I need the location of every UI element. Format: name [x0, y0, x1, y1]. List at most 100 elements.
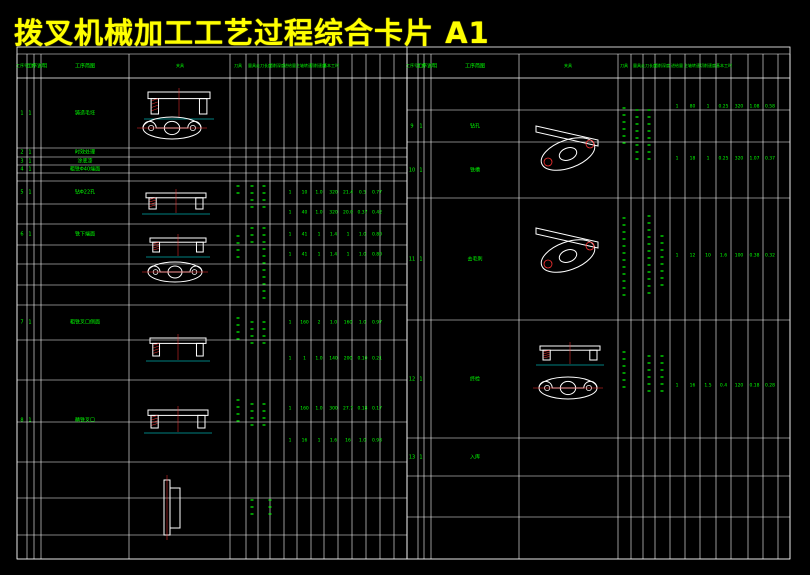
left-value: 1.4 [330, 252, 337, 258]
hatch-line [543, 349, 550, 352]
right-value: 0.28 [765, 383, 775, 389]
left-value: 1 [289, 356, 292, 362]
left-value: 1.0 [330, 320, 337, 326]
left-step-no: 7 [20, 320, 23, 326]
left-value: 41 [302, 252, 308, 258]
left-value: 1.0 [315, 406, 322, 412]
left-header-11: 切削速度 [310, 62, 326, 68]
section-view-op5 [195, 241, 204, 253]
left-value: 1.0 [359, 232, 366, 238]
left-value: 1 [318, 252, 321, 258]
section-view-op8 [197, 414, 206, 429]
right-value: 1 [676, 253, 679, 259]
left-value: 160 [300, 320, 309, 326]
right-value: 0.25 [718, 156, 728, 162]
right-header-5: 刀具 [620, 62, 628, 68]
right-step-index: 1 [419, 377, 422, 383]
hatch-line [153, 351, 160, 354]
right-value: 80 [690, 104, 696, 110]
left-value: 1 [347, 232, 350, 238]
left-value: 1.0 [359, 320, 366, 326]
left-step-desc: 铸造毛坯 [75, 110, 95, 117]
right-header-4: 夹具 [564, 62, 572, 68]
left-step-desc: 精铣叉口 [75, 417, 95, 424]
left-step-desc: 粗铣Φ40端面 [70, 166, 100, 173]
hatch-line [151, 108, 159, 111]
hatch-line [153, 241, 160, 244]
left-value: 1 [347, 252, 350, 258]
left-value: 320 [329, 190, 338, 196]
hatch-line [543, 354, 550, 357]
left-value: 16 [345, 438, 351, 444]
left-step-desc: 时效处理 [75, 149, 95, 156]
left-value: 1 [289, 210, 292, 216]
left-header-8: 切削深度 [269, 62, 285, 68]
part-outline [147, 265, 203, 273]
right-value: 1 [676, 104, 679, 110]
left-value: 1.0 [315, 356, 322, 362]
left-step-index: 1 [28, 418, 31, 424]
part-outline [538, 380, 598, 389]
left-step-no: 3 [20, 159, 23, 165]
hatch-line [151, 423, 158, 426]
hatch-line [543, 356, 550, 359]
hatch-line [149, 204, 156, 207]
right-value: 0.58 [765, 104, 775, 110]
right-step-desc: 入库 [470, 454, 480, 461]
left-header-4: 夹具 [176, 62, 184, 68]
left-step-index: 1 [28, 320, 31, 326]
left-value: 21.4 [343, 190, 353, 196]
left-value: 0.97 [372, 320, 382, 326]
left-header-2: 工序说明 [27, 63, 47, 70]
left-value: 0.17 [372, 406, 382, 412]
right-value: 120 [735, 383, 744, 389]
section-view-op4 [148, 197, 157, 210]
left-header-1: 工步 [26, 62, 34, 68]
right-header-9: 进给量 [671, 62, 683, 68]
left-header-10: 主轴转速 [296, 62, 312, 68]
right-step-desc: 钻孔 [470, 123, 480, 130]
left-value: 160 [300, 406, 309, 412]
right-value: 1 [707, 104, 710, 110]
left-step-index: 1 [28, 167, 31, 173]
right-value: 10 [705, 253, 711, 259]
left-step-index: 1 [28, 159, 31, 165]
right-step-no: 12 [409, 377, 415, 383]
left-value: 1.4 [330, 232, 337, 238]
right-header-2: 工序说明 [417, 63, 437, 70]
left-value: 20.0 [343, 210, 353, 216]
left-value: 0.21 [372, 356, 382, 362]
right-value: 1 [676, 156, 679, 162]
right-value: 0.38 [749, 253, 759, 259]
left-value: 1 [318, 438, 321, 444]
section-view-op5 [152, 241, 161, 253]
hatch-line [149, 197, 156, 200]
right-value: 1.07 [749, 156, 759, 162]
hatch-line [153, 244, 160, 246]
left-value: 1 [289, 190, 292, 196]
right-value: 1 [676, 383, 679, 389]
left-value: 0.18 [357, 406, 367, 412]
part-hole [585, 241, 595, 251]
right-step-no: 9 [410, 124, 413, 130]
left-value: 0.42 [372, 210, 382, 216]
left-value: 40 [302, 210, 308, 216]
left-value: 0.80 [372, 232, 382, 238]
right-step-index: 1 [419, 257, 422, 263]
right-header-11: 切削速度 [700, 62, 716, 68]
left-value: 1 [303, 356, 306, 362]
hatch-line [153, 348, 160, 351]
left-value: 0.37 [357, 210, 367, 216]
right-value: 100 [735, 253, 744, 259]
left-step-desc: 铣下端面 [75, 231, 95, 238]
left-value: 300 [329, 406, 338, 412]
right-header-12: 基本工时 [716, 62, 732, 68]
right-value: 18 [690, 156, 696, 162]
right-step-desc: 终检 [470, 376, 480, 383]
part-hole [558, 147, 578, 161]
right-value: 320 [735, 156, 744, 162]
right-value: 1.08 [749, 104, 759, 110]
right-value: 1 [707, 156, 710, 162]
card-title: 拨叉机械加工工艺过程综合卡片 A1 [14, 16, 490, 50]
hatch-line [153, 345, 160, 349]
